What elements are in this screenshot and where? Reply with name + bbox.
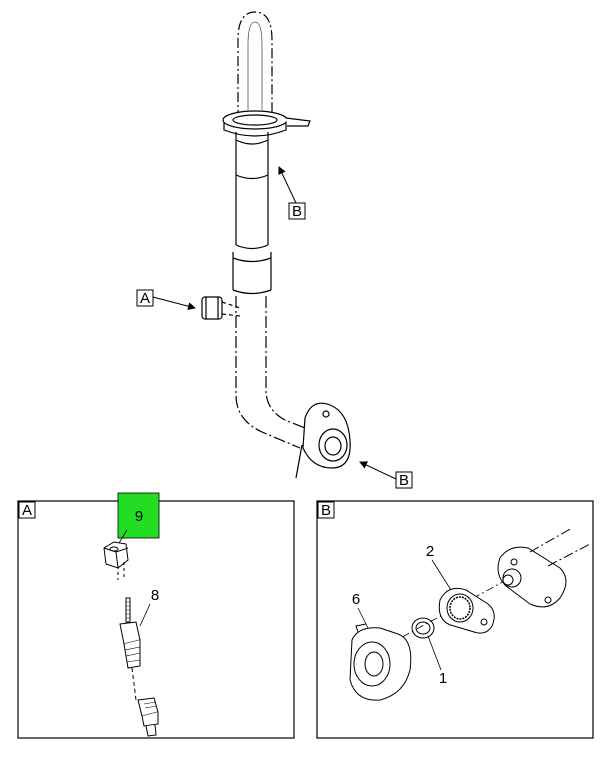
part-1-number: 1 — [439, 670, 447, 687]
detail-b-panel: B 2 6 1 — [316, 500, 594, 739]
detail-a-panel: A 9 8 — [17, 492, 295, 739]
detail-a-label: A — [22, 502, 32, 519]
part-9-hex-nut — [103, 541, 129, 580]
part-9-highlight[interactable] — [117, 492, 160, 539]
callout-a: A — [136, 289, 196, 311]
part-1-oring — [411, 617, 435, 639]
callout-b-upper-text: B — [292, 203, 302, 220]
callout-b-lower-text: B — [399, 472, 409, 489]
part-8-number: 8 — [151, 587, 159, 604]
part-9-number: 9 — [135, 508, 143, 525]
part-2-gasket — [438, 587, 495, 634]
part-6-flange — [349, 623, 412, 701]
callout-a-text: A — [140, 290, 150, 307]
callout-b-upper: B — [278, 166, 306, 220]
hose-connector — [201, 296, 241, 320]
lower-fitting — [137, 697, 159, 737]
part-6-number: 6 — [352, 591, 360, 608]
flange-fitting — [295, 402, 351, 479]
detail-b-label: B — [321, 502, 331, 519]
part-2-number: 2 — [426, 543, 434, 560]
hose-clamp — [222, 110, 311, 137]
callout-b-lower: B — [359, 461, 413, 489]
part-8-fitting — [119, 597, 141, 701]
hose-assembly — [201, 11, 351, 479]
mounting-boss — [497, 527, 591, 608]
